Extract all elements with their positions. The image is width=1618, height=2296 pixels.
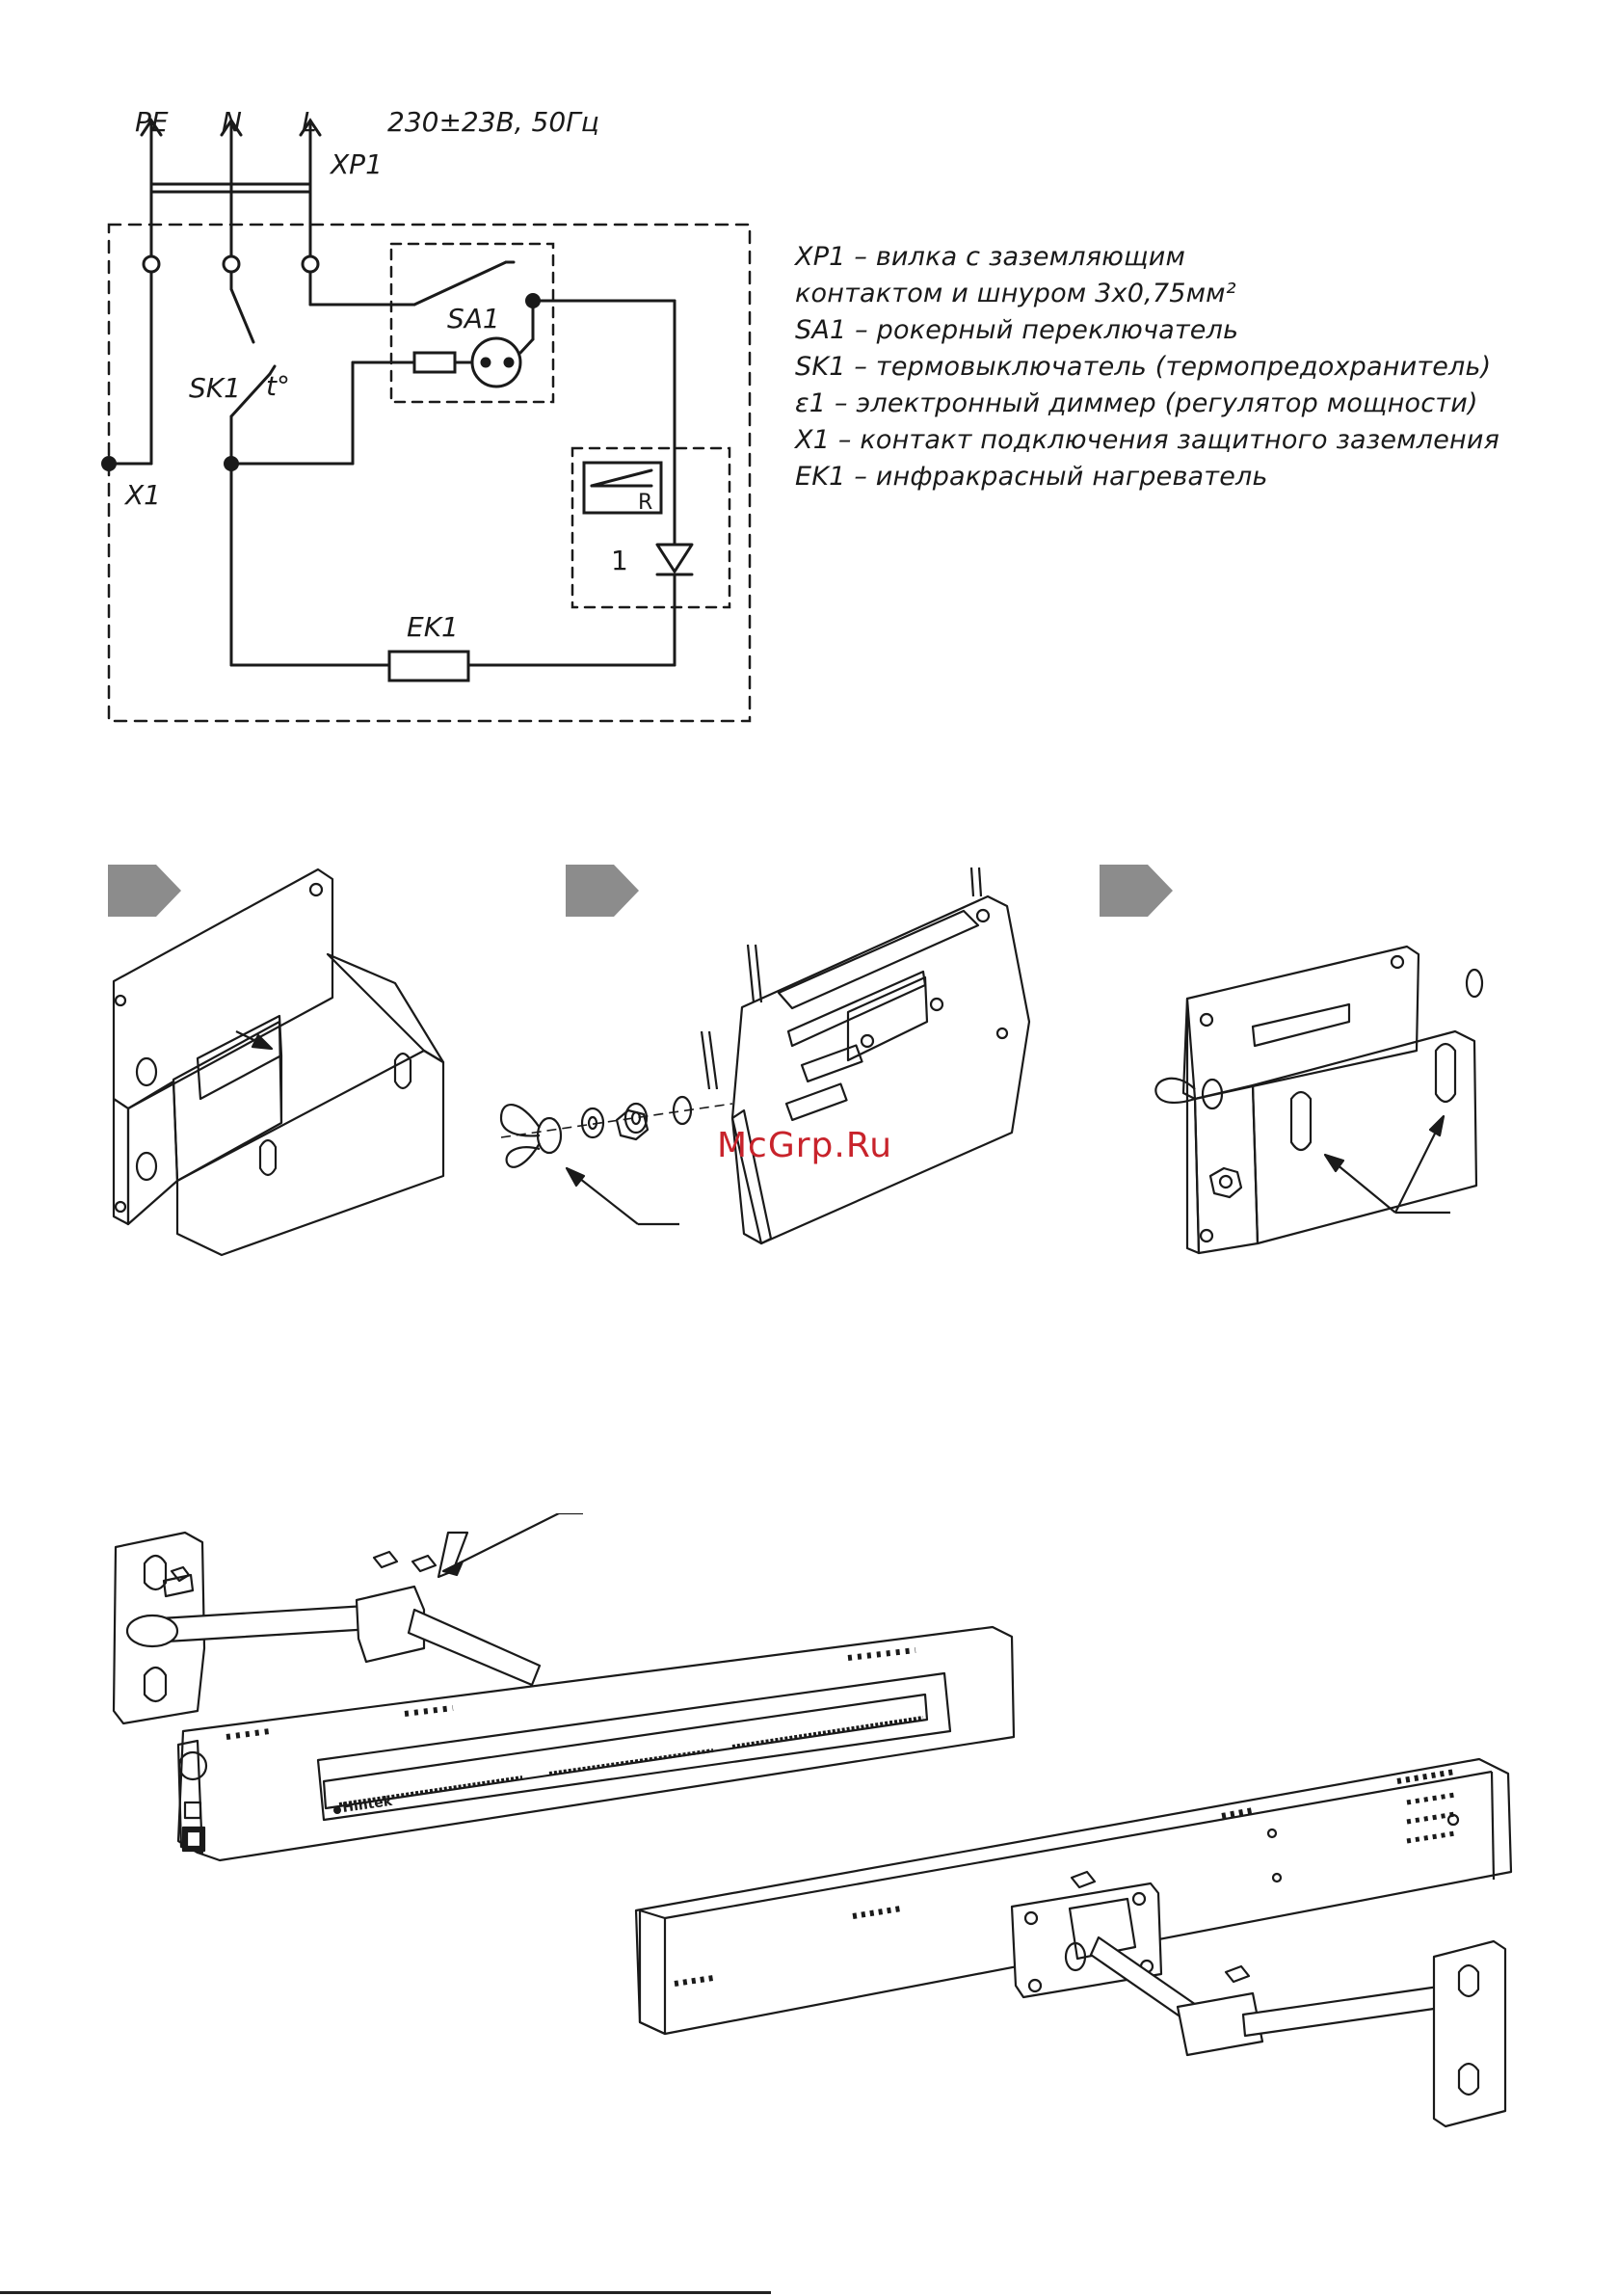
heater-illustrations: Hintek	[112, 1513, 1513, 2128]
terminal-pe	[142, 254, 161, 274]
heater-element	[387, 650, 470, 682]
brand-label: Hintek	[341, 1794, 393, 1816]
bracket-step-3	[1154, 945, 1484, 1255]
bracket-illustrations	[112, 867, 1484, 1257]
label-dimmer-num: 1	[611, 545, 628, 576]
terminal-n	[222, 254, 241, 274]
label-ek1: EK1	[407, 611, 459, 643]
heater-front-view: Hintek	[112, 1513, 1016, 1862]
lamp-resistor	[412, 351, 457, 374]
label-xp1: XP1	[329, 148, 383, 180]
label-supply: 230±23В, 50Гц	[387, 106, 599, 138]
x1-ground-junction	[101, 456, 117, 471]
label-sa1: SA1	[447, 303, 500, 334]
label-dimmer-r: R	[638, 491, 652, 515]
dimmer-boundary	[570, 446, 731, 609]
step-tag-1	[108, 865, 181, 917]
page-footer-rule	[0, 2291, 771, 2294]
legend-line: X1 – контакт подключения защитного зазем…	[795, 425, 1500, 455]
thermal-switch	[229, 372, 272, 418]
device-boundary	[107, 223, 752, 723]
schematic-legend: XP1 – вилка с заземляющим контактом и шн…	[795, 239, 1500, 495]
bracket-step-2	[499, 867, 1031, 1245]
switch-boundary	[389, 242, 555, 404]
legend-line: SA1 – рокерный переключатель	[795, 315, 1239, 345]
label-thermo: t°	[266, 370, 290, 402]
rocker-switch-contact	[412, 260, 508, 307]
legend-line: ε1 – электронный диммер (регулятор мощно…	[795, 388, 1478, 418]
label-l: L	[302, 106, 317, 138]
legend-line: XP1 – вилка с заземляющим	[795, 242, 1186, 272]
legend-line: контактом и шнуром 3х0,75мм²	[795, 279, 1236, 308]
diode	[655, 543, 694, 574]
watermark: McGrp.Ru	[717, 1126, 893, 1165]
step-tag-2	[566, 865, 639, 917]
dimmer-symbol	[582, 461, 663, 515]
bracket-step-1	[112, 868, 445, 1257]
heater-rear-view	[634, 1757, 1513, 2128]
label-x1: X1	[123, 479, 161, 511]
label-sk1: SK1	[189, 372, 241, 404]
legend-line: SK1 – термовыключатель (термопредохранит…	[795, 352, 1492, 382]
terminal-l	[301, 254, 320, 274]
label-n: N	[222, 106, 242, 138]
wiring-schematic: PE N L 230±23В, 50Гц XP1 SA1 SK1 t° X1 E…	[101, 106, 752, 723]
label-pe: PE	[135, 106, 169, 138]
step-tag-3	[1100, 865, 1173, 917]
legend-line: EK1 – инфракрасный нагреватель	[795, 462, 1268, 492]
